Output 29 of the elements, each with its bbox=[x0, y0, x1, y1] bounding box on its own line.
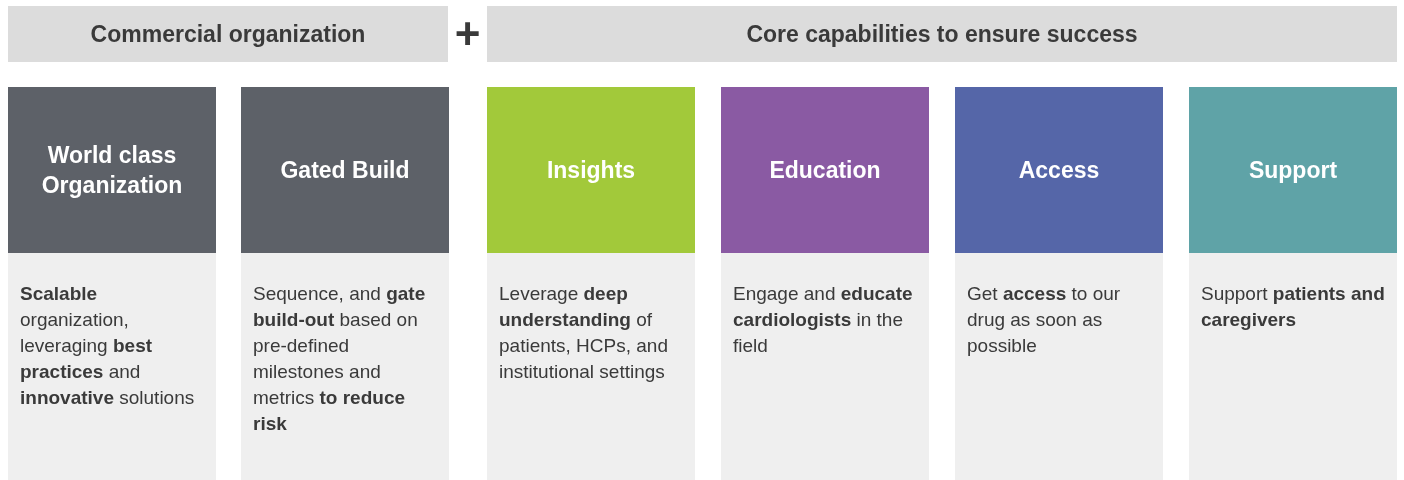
description-panel bbox=[8, 253, 216, 480]
category-header-box bbox=[241, 87, 449, 253]
description-text: Engage and educate cardiologists in the field bbox=[733, 282, 914, 358]
category-title: Education bbox=[769, 156, 881, 185]
description-panel bbox=[955, 253, 1163, 480]
header-band bbox=[487, 6, 1397, 62]
category-title: World class Organization bbox=[40, 141, 184, 200]
category-header-box bbox=[955, 87, 1163, 253]
category-title: Access bbox=[1018, 156, 1100, 185]
plus-sign: + bbox=[453, 8, 482, 60]
description-panel bbox=[241, 253, 449, 480]
category-header-box bbox=[721, 87, 929, 253]
category-header-box bbox=[487, 87, 695, 253]
description-text: Support patients and caregivers bbox=[1201, 282, 1385, 332]
category-header-box bbox=[8, 87, 216, 253]
category-title: Gated Build bbox=[280, 156, 410, 185]
description-text: Get access to our drug as soon as possible bbox=[967, 282, 1122, 358]
band-title: Commercial organization bbox=[90, 19, 366, 49]
description-text: Sequence, and gate build-out based on pre-defined milestones and metrics to reduce risk bbox=[253, 282, 427, 436]
header-band bbox=[8, 6, 448, 62]
description-panel bbox=[721, 253, 929, 480]
category-title: Support bbox=[1248, 156, 1338, 185]
band-title: Core capabilities to ensure success bbox=[746, 19, 1138, 49]
description-panel bbox=[1189, 253, 1397, 480]
description-text: Leverage deep understanding of patients, HCPs, and institutional settings bbox=[499, 282, 669, 384]
category-title: Insights bbox=[546, 156, 636, 185]
description-text: Scalable organization, leveraging best practices and innovative solutions bbox=[20, 282, 196, 410]
category-header-box bbox=[1189, 87, 1397, 253]
description-panel bbox=[487, 253, 695, 480]
